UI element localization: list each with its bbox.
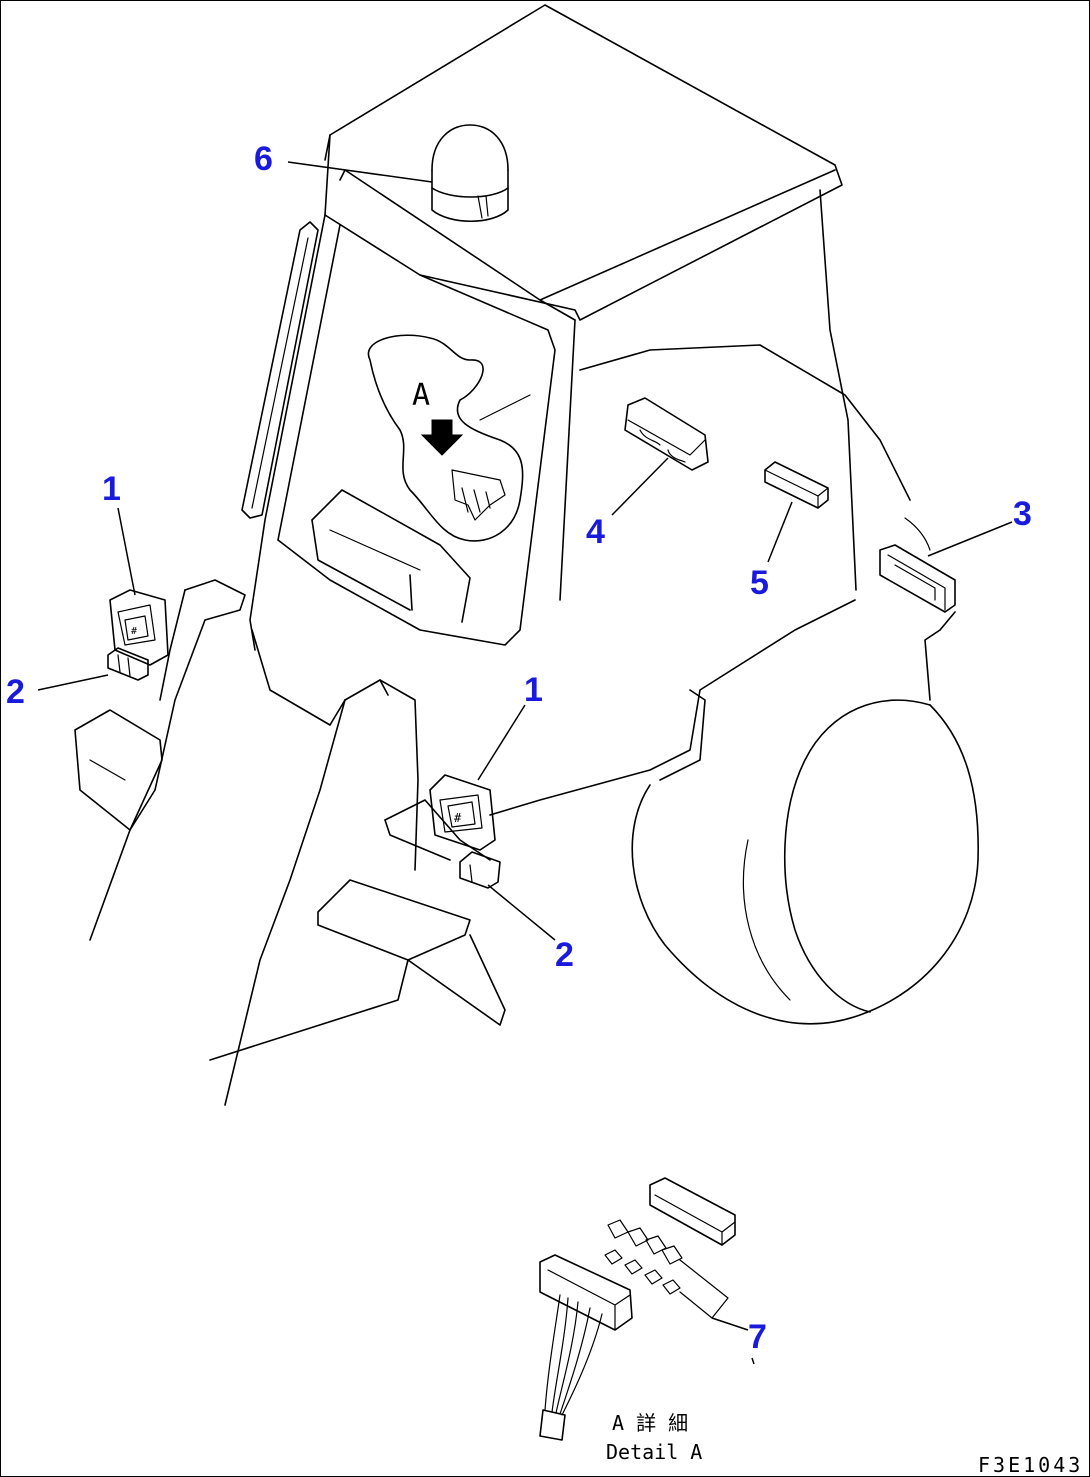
switch-1-left: # <box>109 589 169 666</box>
cab-body <box>241 189 911 726</box>
callout-6: 6 <box>254 140 273 178</box>
drawing-code: F3E1043 <box>978 1453 1083 1477</box>
right-boom-arm <box>209 679 506 1106</box>
connector-4 <box>624 397 709 471</box>
callout-4: 4 <box>586 513 605 551</box>
rear-fender <box>489 599 956 816</box>
switch-2-right <box>459 851 501 889</box>
left-boom-arm <box>74 579 246 941</box>
rear-wheel <box>631 699 979 1025</box>
view-a-callout <box>367 334 531 542</box>
connector-3 <box>879 517 956 613</box>
callout-3: 3 <box>1013 495 1032 533</box>
view-letter-a: A <box>412 378 430 413</box>
connector-5 <box>764 461 829 509</box>
detail-a-connector <box>539 1177 736 1441</box>
callout-5: 5 <box>750 564 769 602</box>
leader-lines <box>37 161 1013 1365</box>
svg-text:#: # <box>454 811 462 825</box>
cab-roof <box>324 4 843 321</box>
callout-2-left: 2 <box>6 673 25 711</box>
callout-7: 7 <box>748 1318 767 1356</box>
detail-caption-en: Detail A <box>606 1440 702 1464</box>
callout-1-left: 1 <box>102 470 121 508</box>
callout-2-right: 2 <box>555 936 574 974</box>
detail-caption-jp: A 詳 細 <box>612 1411 688 1435</box>
beacon-lamp <box>431 124 509 223</box>
switch-1-right: # <box>429 774 496 851</box>
switch-2-left <box>107 647 149 681</box>
svg-text:#: # <box>131 626 137 637</box>
callout-1-right: 1 <box>524 671 543 709</box>
